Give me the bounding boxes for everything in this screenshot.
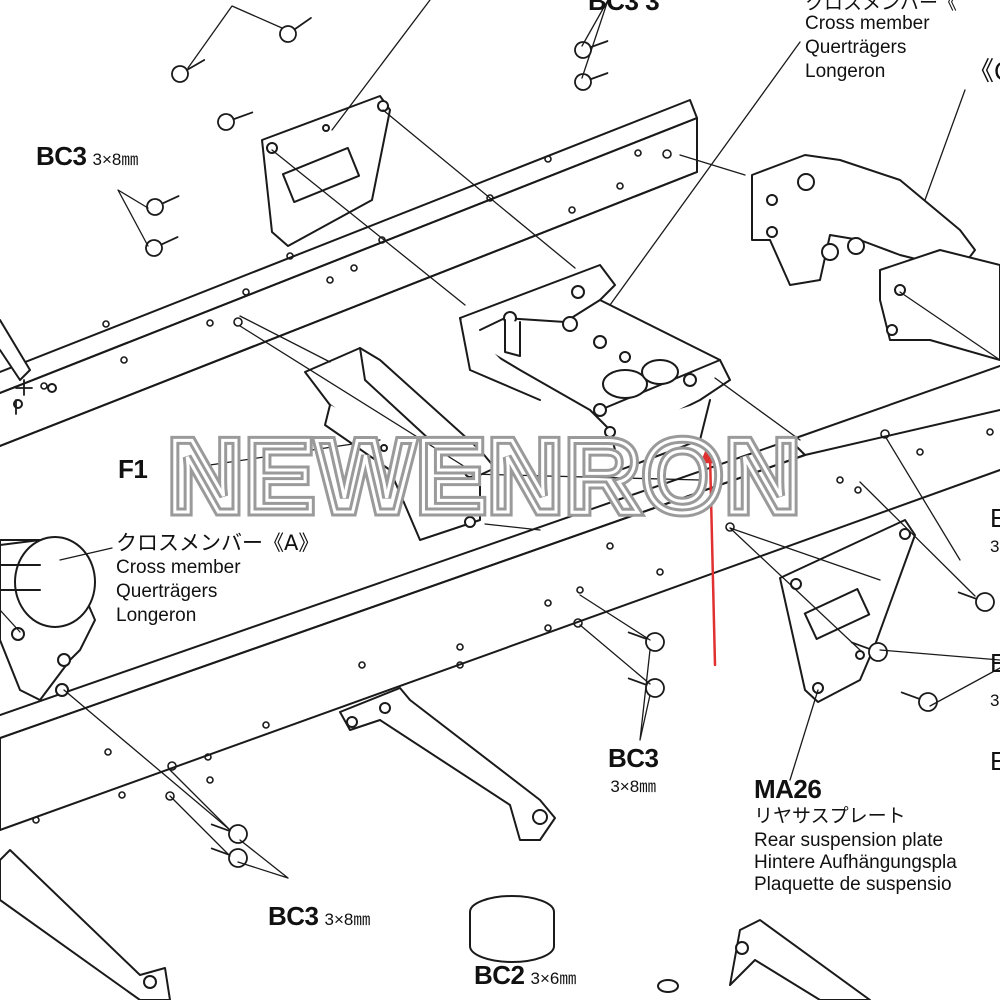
bc3-label-bottom-center: BC3 3×8㎜	[608, 743, 659, 797]
part-size: 3×6㎜	[530, 969, 577, 988]
cross-member-c-label: 《C	[968, 56, 1000, 86]
cross-member-a-en: Cross member	[116, 557, 241, 579]
lower-frame-rail	[0, 365, 1000, 831]
cross-member-a-label: クロスメンバー《A》 Cross member Querträgers Long…	[116, 532, 319, 626]
red-annotation-arrow	[700, 443, 719, 667]
ma26-en: Rear suspension plate	[754, 830, 944, 852]
ma26-de: Hintere Aufhängungspla	[754, 852, 957, 874]
leader-lines	[0, 0, 1000, 879]
bc3-label-bottom-left: BC3 3×8㎜	[268, 901, 371, 931]
bc3-label-top-left: BC3 3×8㎜	[36, 141, 139, 171]
lower-rail-holes	[32, 428, 994, 824]
part-size: 3×8㎜	[324, 910, 371, 929]
part-code: BC2	[474, 960, 525, 990]
ma26-code: MA26	[754, 774, 822, 804]
cross-member-top-en: Cross member	[805, 12, 930, 34]
cross-member-top-label: クロスメンバー《 Cross member Querträgers Longer…	[805, 0, 957, 82]
top-code-fragment: BC3 3	[588, 0, 660, 16]
cross-member-c	[751, 154, 1000, 361]
center-cross-member	[459, 264, 731, 471]
cross-member-a-fr: Longeron	[116, 604, 197, 626]
cross-member-a-jp: クロスメンバー《A》	[116, 531, 320, 555]
watermark: NEWENRON NEWENRON	[165, 420, 805, 530]
suspension-arms	[0, 319, 871, 1000]
screws	[15, 17, 995, 868]
bc2-screw-pack	[469, 895, 679, 993]
ma26-jp: リヤサスプレート	[754, 805, 906, 828]
upper-rail-holes	[40, 149, 672, 390]
ma26-plate	[779, 519, 916, 703]
cross-member-a	[0, 536, 96, 701]
watermark-text: NEWENRON	[168, 420, 802, 530]
ma26-fr: Plaquette de suspensio	[754, 874, 952, 896]
bc2-label: BC2 3×6㎜	[474, 960, 577, 990]
right-edge-fragment-3: E	[990, 648, 1000, 678]
cross-member-c-fragment: 《C	[968, 56, 1000, 86]
part-size: 3×8㎜	[610, 777, 657, 797]
part-code: BC3	[608, 743, 659, 773]
f1-bracket	[304, 347, 496, 541]
cross-member-top-jp: クロスメンバー《	[805, 0, 958, 14]
top-left-bracket-plate	[261, 95, 391, 247]
upper-frame-rail	[0, 99, 698, 447]
right-edge-fragment-4: 3	[990, 691, 1000, 710]
cross-member-top-fr: Longeron	[805, 60, 886, 82]
right-edge-fragment-5: E	[990, 746, 1000, 776]
part-code: BC3	[268, 901, 319, 931]
ma26-label: MA26 リヤサスプレート Rear suspension plate Hint…	[754, 774, 957, 896]
part-code-fragment: BC3 3	[588, 0, 660, 16]
f1-label: F1	[118, 454, 148, 484]
watermark-text-inner: NEWENRON	[168, 420, 802, 530]
right-edge-fragment-1: E	[990, 503, 1000, 533]
right-edge-fragment-2: 3	[990, 537, 1000, 556]
part-size: 3×8㎜	[92, 150, 139, 169]
cross-member-a-de: Querträgers	[116, 580, 218, 602]
cross-member-top-de: Querträgers	[805, 36, 907, 58]
part-code: BC3	[36, 141, 87, 171]
